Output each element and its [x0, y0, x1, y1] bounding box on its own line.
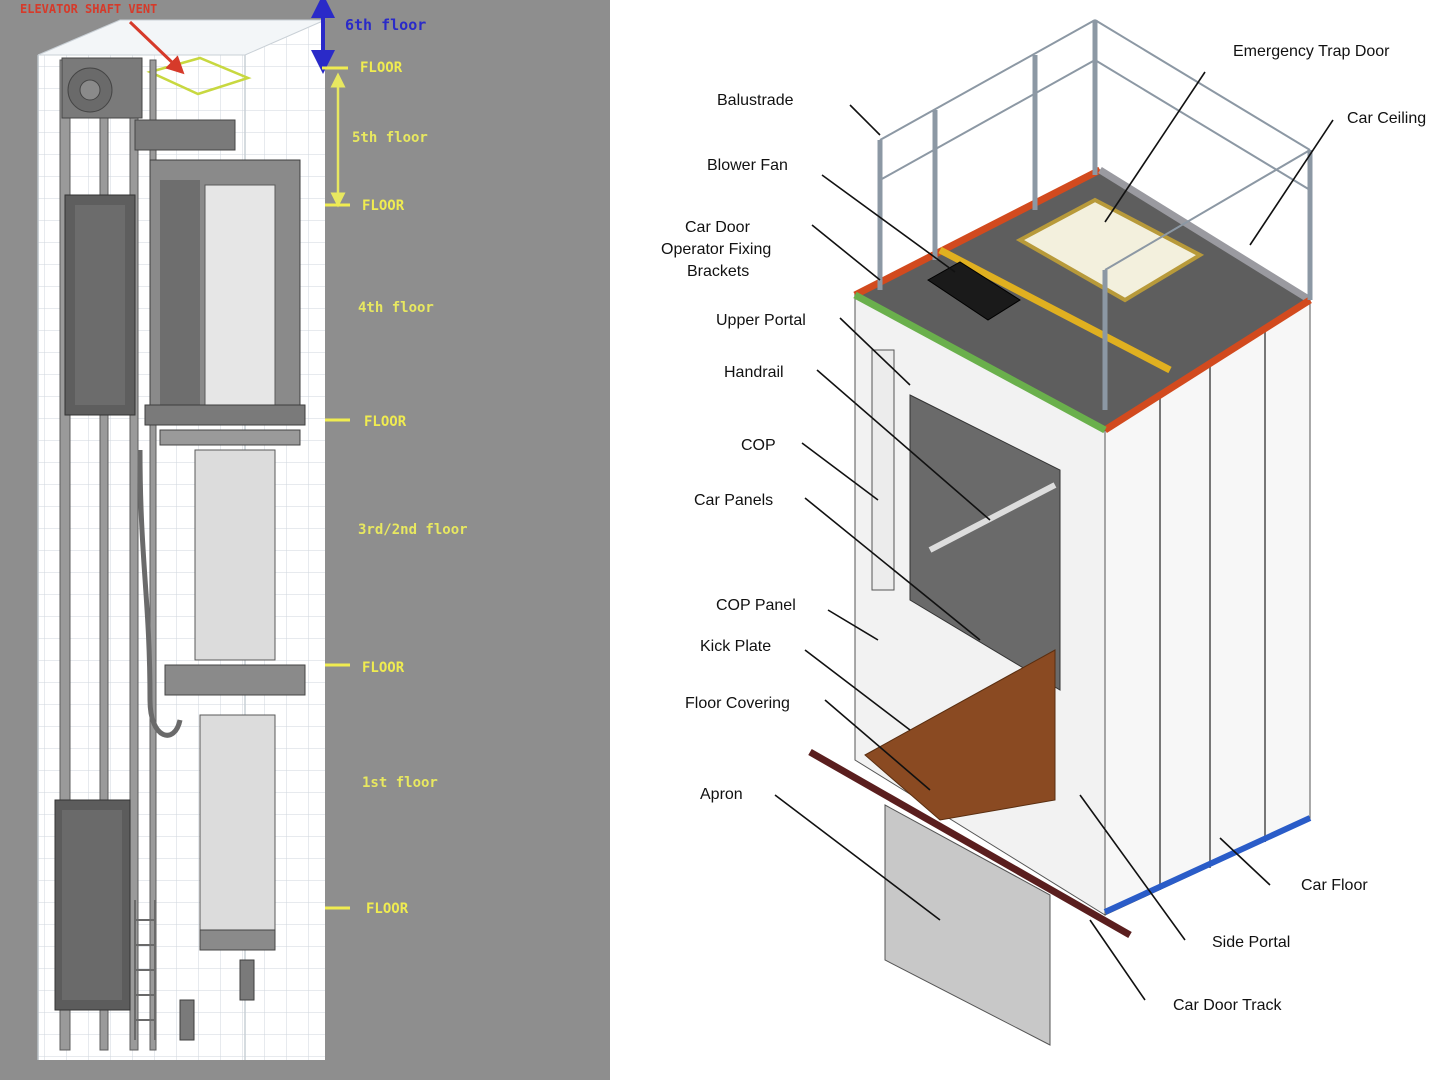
callout-car-floor: Car Floor: [1301, 877, 1368, 894]
car-door-track-shape: [808, 748, 1132, 939]
callout-emergency-trap-door: Emergency Trap Door: [1233, 43, 1390, 60]
callout-leaders: [774, 71, 1334, 1001]
landing-door-middle: [164, 449, 306, 696]
callout-car-door-line2: Operator Fixing: [661, 241, 771, 258]
vent-arrow: [128, 20, 185, 75]
car-door-opening: [909, 394, 1061, 691]
floor-label-4th: 4th floor: [358, 300, 434, 316]
floor-label-6th: 6th floor: [345, 16, 426, 34]
callout-car-door-line1: Car Door: [685, 219, 751, 236]
callout-apron: Apron: [700, 786, 743, 803]
cop-shape: [871, 349, 895, 591]
traction-machine: [61, 57, 236, 151]
elevator-car-diagram: Emergency Trap Door Balustrade Car Ceili…: [610, 0, 1456, 1080]
callout-kick-plate: Kick Plate: [700, 638, 771, 655]
callout-car-panels: Car Panels: [694, 492, 773, 509]
car-illustration: Emergency Trap Door Balustrade Car Ceili…: [661, 19, 1426, 1046]
callout-cop-panel: COP Panel: [716, 597, 796, 614]
floor-marker-2: FLOOR: [362, 198, 405, 214]
floor-marker-5: FLOOR: [366, 901, 409, 917]
counterweight-lower: [54, 799, 131, 1011]
callout-car-door-line3: Brackets: [687, 263, 749, 280]
callout-upper-portal: Upper Portal: [716, 312, 806, 329]
top-frame-colors: [853, 166, 1312, 434]
floor-covering-shape: [864, 649, 1056, 821]
floor-label-3rd-2nd: 3rd/2nd floor: [358, 522, 468, 538]
callout-cop: COP: [741, 437, 776, 454]
handrail-shape: [928, 482, 1057, 553]
travelling-cable: [137, 449, 183, 738]
balustrade-shape: [877, 19, 1313, 410]
pit-ladder: [134, 900, 156, 1040]
shaft-illustration: ELEVATOR SHAFT VENT 6th floor 5th floor …: [20, 0, 468, 1060]
callout-car-door-track: Car Door Track: [1173, 997, 1282, 1014]
callout-balustrade: Balustrade: [717, 92, 794, 109]
callout-side-portal: Side Portal: [1212, 934, 1290, 951]
callout-blower-fan: Blower Fan: [707, 157, 788, 174]
floor-label-1st: 1st floor: [362, 775, 438, 791]
callout-car-ceiling: Car Ceiling: [1347, 110, 1426, 127]
callout-handrail: Handrail: [724, 364, 784, 381]
counterweight-upper: [64, 194, 136, 416]
floor-label-5th: 5th floor: [352, 130, 428, 146]
floor-marker-1: FLOOR: [360, 60, 403, 76]
pit-buffers: [179, 959, 255, 1041]
callout-floor-covering: Floor Covering: [685, 695, 790, 712]
floor-marker-4: FLOOR: [362, 660, 405, 676]
landing-door-lower: [199, 714, 276, 951]
floor-marker-3: FLOOR: [364, 414, 407, 430]
elevator-car-upper: [144, 159, 306, 446]
emergency-trap-door-shape: [1015, 197, 1205, 303]
floor-marker-ticks: [322, 66, 350, 910]
elevator-shaft-diagram: ELEVATOR SHAFT VENT 6th floor 5th floor …: [0, 0, 610, 1080]
elevator-shaft-vent-label: ELEVATOR SHAFT VENT: [20, 2, 157, 16]
car-floor-edge: [1103, 815, 1312, 915]
apron-shape: [884, 804, 1051, 1046]
